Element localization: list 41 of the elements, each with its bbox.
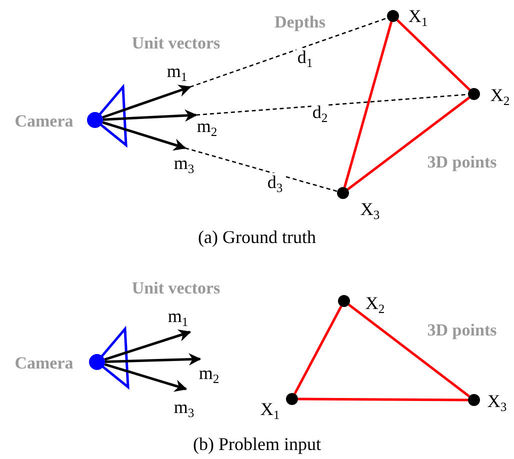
triangle-edge [343, 21, 393, 188]
vector-arrow [104, 363, 188, 392]
point-marker [387, 10, 399, 22]
point-label: X$_{3}$ [360, 200, 380, 218]
point-label: X$_{2}$ [365, 294, 385, 312]
caption: (a) Ground truth [198, 228, 316, 246]
point-label: X$_{2}$ [490, 86, 510, 104]
point-label: X$_{1}$ [260, 400, 280, 418]
point-label: X$_{1}$ [408, 7, 428, 25]
triangle-edge [348, 304, 470, 398]
point-label: X$_{3}$ [487, 392, 507, 410]
point-marker [468, 88, 480, 100]
annotation-label: Unit vectors [132, 34, 220, 52]
vector-arrow [102, 109, 198, 122]
camera-label: Camera [14, 112, 74, 130]
caption: (b) Problem input [193, 435, 321, 453]
vector-arrow [102, 84, 192, 119]
annotation-label: 3D points [427, 154, 497, 170]
vector-arrow [102, 121, 186, 151]
depth-line [184, 147, 338, 192]
triangle-edge [347, 96, 470, 190]
triangle-edge [298, 398, 468, 402]
depth-line [190, 17, 388, 88]
edge-label: d$_{2}$ [311, 103, 329, 121]
edge-label: d$_{3}$ [266, 173, 284, 191]
camera-label: Camera [14, 354, 74, 372]
camera-center-dot [89, 354, 105, 370]
triangle-edge [396, 19, 471, 91]
triangle-edge [294, 306, 342, 394]
point-marker [286, 393, 298, 405]
point-marker [338, 295, 350, 307]
vector-arrow [104, 330, 192, 361]
edge-label: d$_{1}$ [296, 48, 314, 66]
point-marker [468, 394, 480, 406]
camera-center-dot [87, 112, 103, 128]
annotation-label: Depths [274, 14, 326, 30]
point-marker [337, 187, 349, 199]
vector-arrow [104, 353, 202, 366]
depth-line [196, 94, 468, 116]
annotation-label: 3D points [427, 322, 497, 338]
annotation-label: Unit vectors [132, 280, 220, 296]
